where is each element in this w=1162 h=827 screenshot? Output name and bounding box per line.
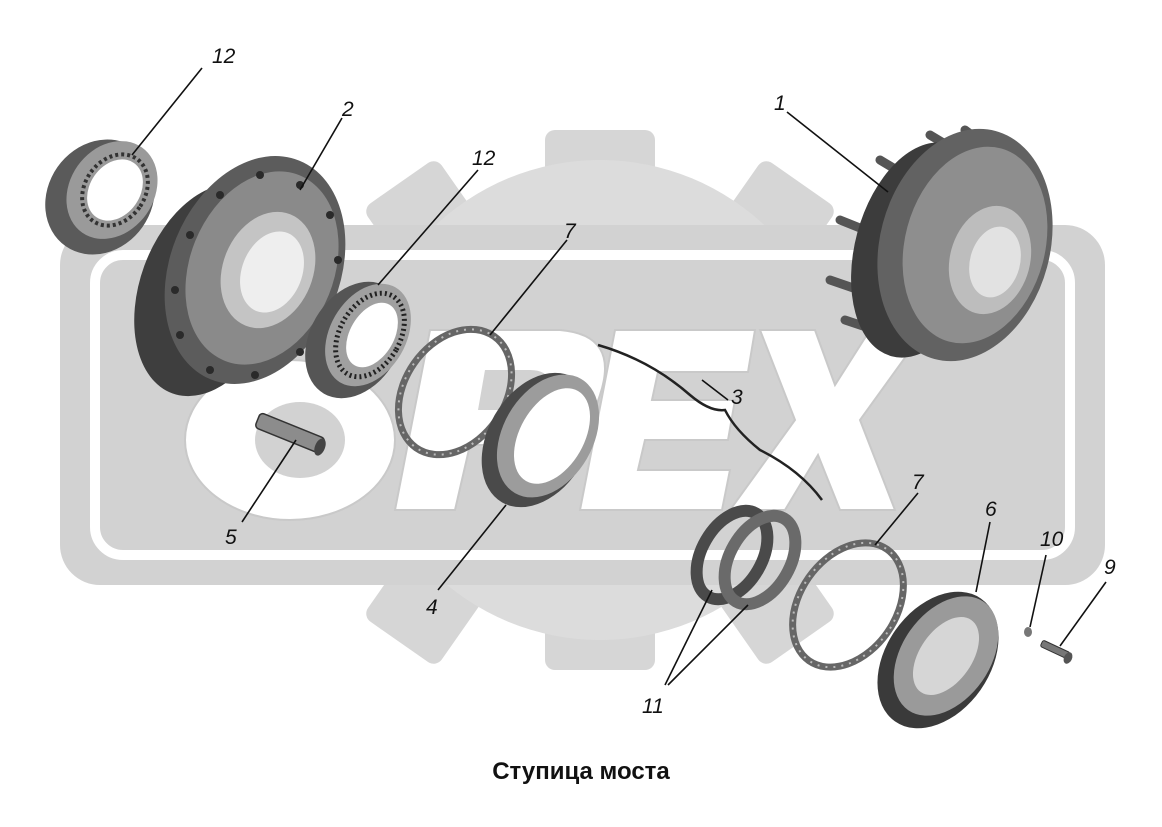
callout-9: 9 [1104,556,1116,579]
leader-12-center [377,169,479,286]
hub-housing-part-2 [134,156,346,397]
callout-5: 5 [225,526,237,549]
bearing-part-12-center [305,281,411,399]
callout-11: 11 [642,695,664,718]
leader-11-b [667,604,749,686]
diagram-caption: Ступица моста [492,758,670,785]
leader-9 [1059,581,1107,647]
callout-6: 6 [985,498,997,521]
callout-7-right: 7 [912,471,925,494]
callout-10: 10 [1040,528,1064,551]
gasket-part-7-right [789,539,907,671]
leader-1 [786,111,889,193]
wire-part-3 [597,343,824,501]
washer-part-10 [1024,627,1032,637]
leader-11-a [664,589,713,686]
callout-12-left: 12 [212,45,236,68]
leader-4 [437,504,507,591]
callout-7-left: 7 [564,220,577,243]
seal-ring-part-4 [481,372,600,508]
leader-10 [1029,554,1047,628]
leader-2 [299,117,343,191]
callout-2: 2 [341,98,354,121]
leader-12-left [131,67,203,156]
leader-7-left [489,239,568,336]
bolt-part-9 [1040,640,1073,664]
callout-1: 1 [774,92,786,115]
callout-12-center: 12 [472,147,496,170]
wheel-hub-part-1 [825,125,1053,362]
leader-7-right [874,492,919,546]
leader-6 [975,521,991,593]
leader-5 [241,439,297,523]
cover-part-6 [877,591,999,729]
callout-numbers: 12 2 12 1 7 3 5 4 7 6 10 9 11 [212,45,1116,718]
leader-3 [701,379,729,401]
leader-lines [131,67,1107,686]
bearing-part-12-left [45,139,158,255]
callout-4: 4 [426,596,438,619]
callout-3: 3 [731,386,743,409]
stud-part-5 [255,412,326,456]
